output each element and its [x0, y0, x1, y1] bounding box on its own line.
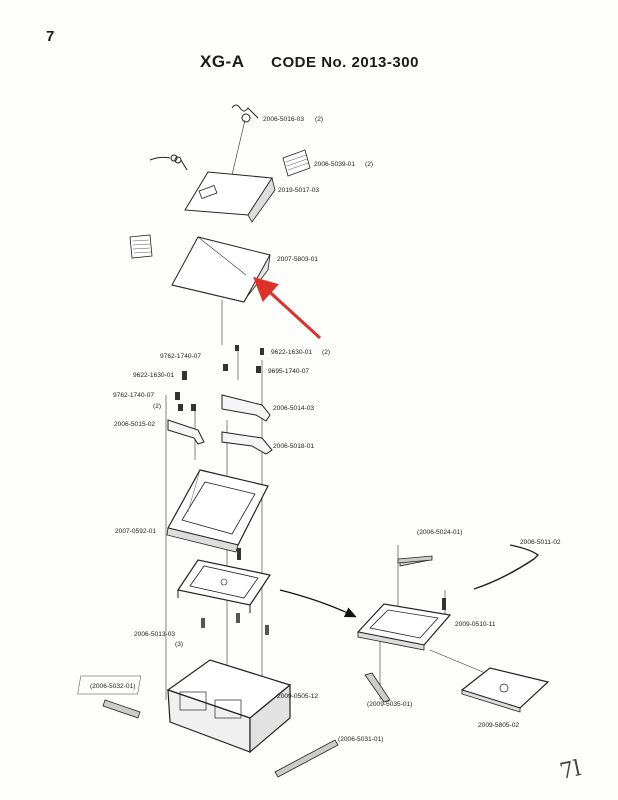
focusing-screen-frame	[166, 469, 269, 553]
bracket-5015	[167, 419, 205, 445]
page-title: XG-A CODE No. 2013-300	[200, 52, 419, 72]
pad-right	[282, 149, 311, 177]
screws	[175, 345, 264, 411]
code-number: No. 2013-300	[321, 54, 419, 71]
label-2006-5018-01: 2006-5018-01	[273, 443, 314, 450]
label-2009-5035-01: (2009-5035-01)	[367, 701, 412, 708]
label-9622-1630-01-a: 9622-1630-01	[271, 349, 312, 356]
detail-assembly	[356, 544, 550, 713]
label-9762-1740-07-b: 9762-1740-07	[113, 392, 154, 399]
pentaprism	[171, 236, 271, 303]
label-2006-5039-01: 2006-5039-01	[314, 161, 355, 168]
pad-left	[129, 234, 153, 259]
spring-top	[231, 104, 259, 123]
label-9622-1630-01-b: 9622-1630-01	[133, 372, 174, 379]
label-9695-1740-07: 9695-1740-07	[268, 368, 309, 375]
code-label: CODE	[271, 54, 317, 71]
qty-2006-5039-01: (2)	[365, 161, 373, 168]
qty-9622-1630-01-a: (2)	[322, 349, 330, 356]
label-2006-5024-01: (2006-5024-01)	[417, 529, 462, 536]
model-name: XG-A	[200, 52, 245, 71]
side-strips	[102, 699, 339, 778]
label-2006-5014-03: 2006-5014-03	[273, 405, 314, 412]
part-labels: 2006-5016-03 (2) 2006-5039-01 (2) 2019-5…	[90, 116, 561, 743]
center-guide-lines	[165, 119, 491, 700]
label-2007-0592-01: 2007-0592-01	[115, 528, 156, 535]
label-9762-1740-07-a: 9762-1740-07	[160, 353, 201, 360]
bracket-5018	[221, 431, 273, 455]
finder-cover	[184, 171, 276, 223]
label-2009-5805-02: 2009-5805-02	[478, 722, 519, 729]
spring-left	[149, 154, 188, 171]
qty-2006-5013-03: (3)	[175, 641, 183, 648]
label-2006-5011-02: 2006-5011-02	[520, 539, 561, 546]
detail-arrow	[279, 589, 357, 618]
mirror-frame	[177, 548, 271, 613]
mirror-box	[77, 659, 292, 754]
label-2006-5015-02: 2006-5015-02	[114, 421, 155, 428]
label-2006-5031-01: (2006-5031-01)	[338, 736, 383, 743]
label-2019-5017-03: 2019-5017-03	[278, 187, 319, 194]
label-2007-5803-01: 2007-5803-01	[277, 256, 318, 263]
bracket-5014	[221, 394, 271, 422]
small-springs	[201, 613, 269, 635]
label-2009-0510-11: 2009-0510-11	[455, 621, 496, 628]
page-number: 7	[46, 28, 55, 45]
label-2009-0505-12: 2009-0505-12	[277, 693, 318, 700]
label-2006-5013-03: 2006-5013-03	[134, 631, 175, 638]
qty-9762-1740-07-b: (2)	[153, 403, 161, 410]
red-pointer-arrow	[253, 276, 322, 340]
qty-2006-5016-03: (2)	[315, 116, 323, 123]
label-2006-5032-01: (2006-5032-01)	[90, 683, 135, 690]
label-2006-5016-03: 2006-5016-03	[263, 116, 304, 123]
